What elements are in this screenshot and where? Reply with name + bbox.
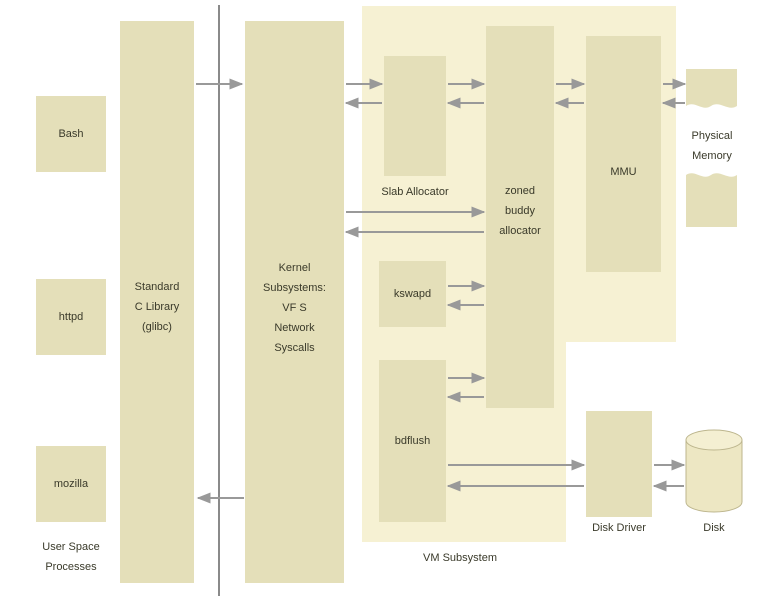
kswapd-label: kswapd <box>393 288 432 300</box>
glibc-box <box>120 21 194 583</box>
user-space-caption: User Space Processes <box>42 541 100 573</box>
kernel-subsystems-box <box>245 21 344 583</box>
glibc-label: Standard C Library (glibc) <box>134 281 180 333</box>
mozilla-label: mozilla <box>53 478 89 490</box>
disk-label: Disk <box>703 522 725 534</box>
disk-driver-box <box>586 411 652 517</box>
buddy-allocator-label: zoned buddy allocator <box>499 185 541 237</box>
vm-subsystem-label: VM Subsystem <box>423 552 497 564</box>
bash-box <box>36 96 106 172</box>
physical-memory-label: Physical Memory <box>691 130 733 162</box>
slab-allocator-box <box>384 56 446 176</box>
disk-cylinder <box>685 439 743 513</box>
bdflush-box <box>379 360 446 522</box>
arrows <box>196 78 687 504</box>
bdflush-label: bdflush <box>394 435 431 447</box>
disk-cylinder-top <box>685 429 743 451</box>
physical-memory-box <box>686 69 737 108</box>
kswapd-box <box>379 261 446 327</box>
mmu-label: MMU <box>610 166 637 178</box>
slab-allocator-label: Slab Allocator <box>381 186 449 198</box>
disk-driver-label: Disk Driver <box>592 522 646 534</box>
buddy-allocator-box <box>486 26 554 408</box>
physical-memory-box-lower <box>686 173 737 227</box>
mozilla-box <box>36 446 106 522</box>
bash-label: Bash <box>58 128 84 140</box>
kernel-label: Kernel Subsystems: VF S Network Syscalls <box>263 262 326 354</box>
httpd-box <box>36 279 106 355</box>
httpd-label: httpd <box>58 311 84 323</box>
mmu-box <box>586 36 661 272</box>
